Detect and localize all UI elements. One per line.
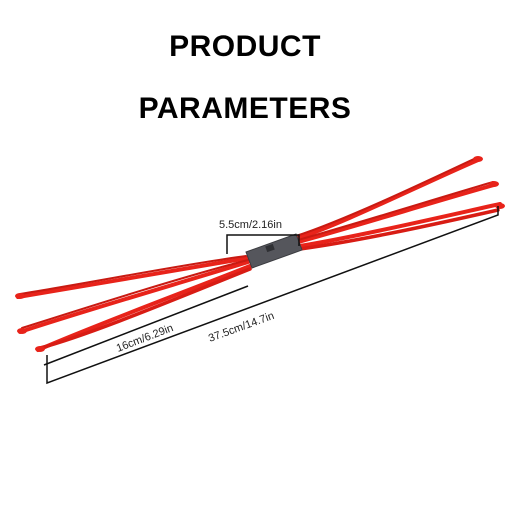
left-band-strand: [16, 256, 250, 299]
total-dimension: [46, 206, 499, 385]
left-band-strand: [38, 267, 252, 350]
pouch-dimension: [226, 234, 300, 254]
total-length-label: 37.5cm/14.7in: [207, 310, 276, 345]
band-tip: [489, 181, 499, 187]
right-band-strand: [296, 158, 480, 240]
left-bands: [15, 255, 252, 352]
band-tip: [17, 328, 27, 334]
band-tip: [473, 156, 483, 162]
left-band-strand: [21, 259, 249, 329]
title-line-1: PRODUCT: [169, 30, 321, 63]
left-band-strand: [18, 260, 250, 334]
pouch-hole: [265, 243, 275, 253]
left-band-strand: [19, 255, 247, 295]
right-band-strand: [296, 183, 496, 244]
right-band-strand: [295, 157, 477, 237]
right-bands: [295, 156, 505, 251]
pouch-length-label: 5.5cm/2.16in: [219, 219, 282, 231]
band-tip: [495, 203, 505, 209]
pouch: [245, 233, 303, 269]
band-tip: [15, 293, 25, 299]
right-band-strand: [298, 208, 500, 251]
title-line-2: PARAMETERS: [138, 92, 352, 125]
right-band-strand: [297, 181, 494, 241]
right-band-strand: [298, 202, 502, 248]
band-dimension: [43, 285, 249, 366]
band-tip: [35, 346, 45, 352]
